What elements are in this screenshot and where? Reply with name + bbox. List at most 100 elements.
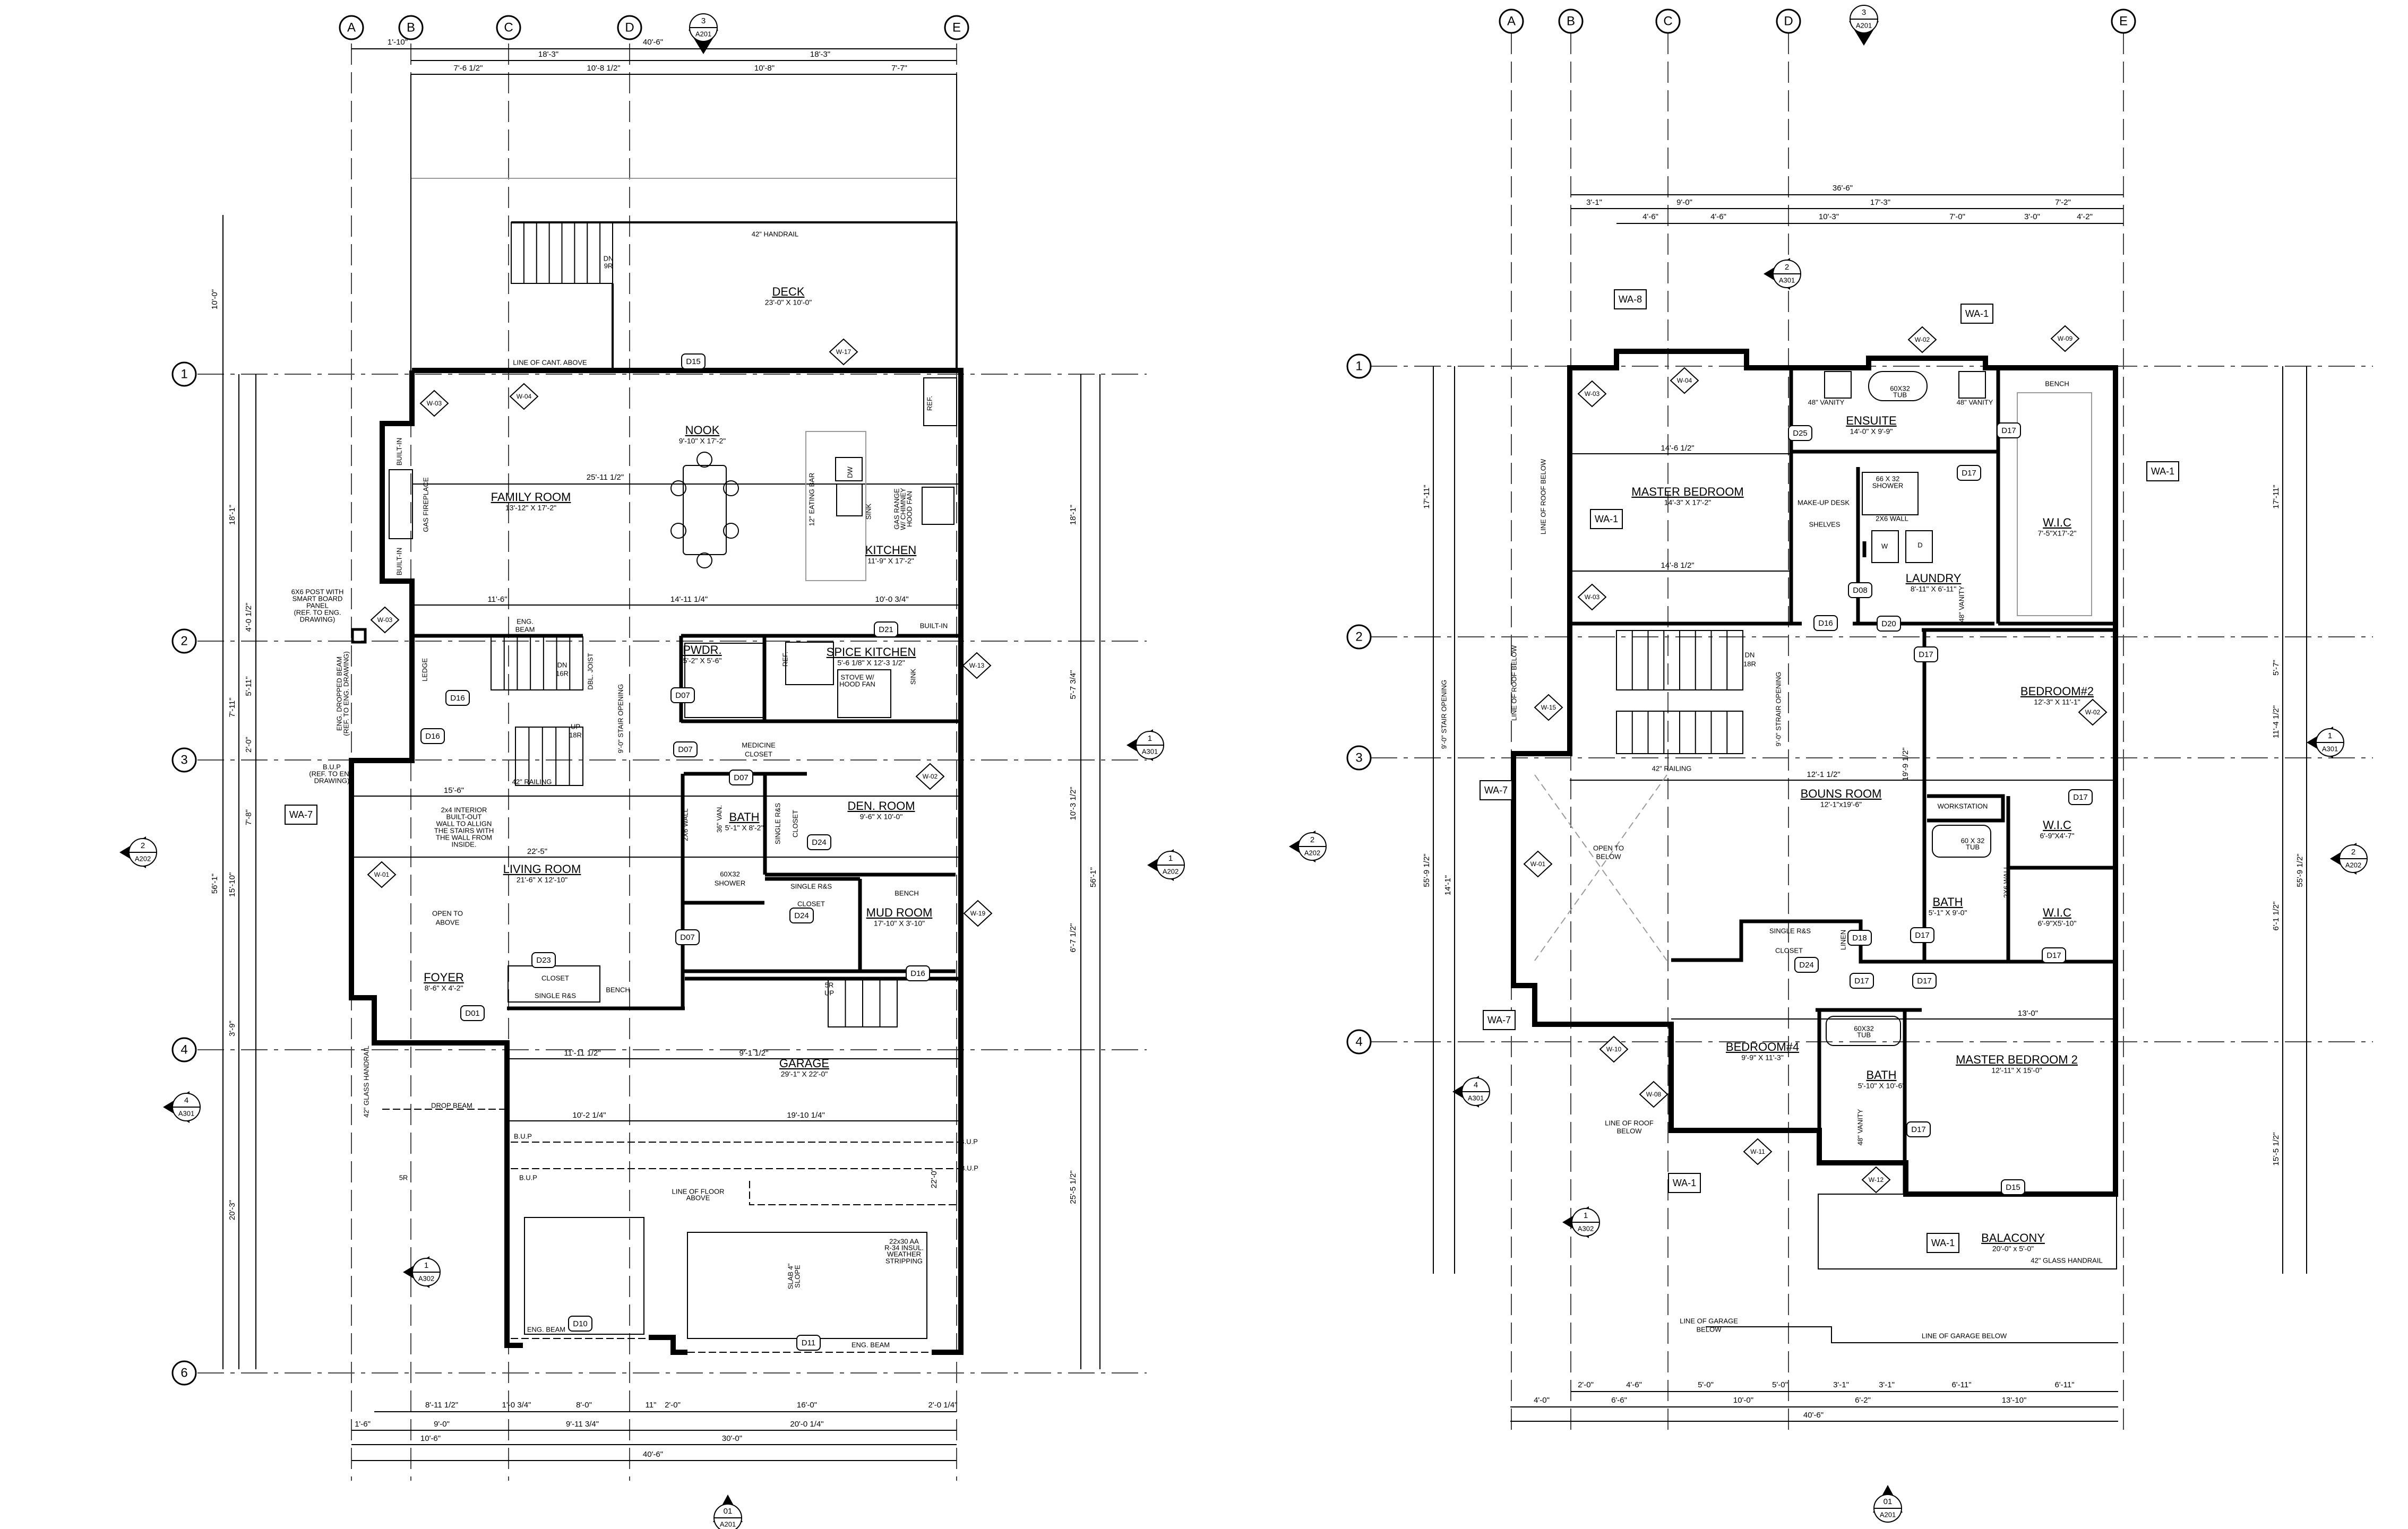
annotation-text: DN [557,661,567,669]
room-size: 5'-2" X 5'-6" [683,656,722,665]
room-size: 12'-11" X 15'-0" [1991,1066,2042,1075]
window-tag: W-11 [1743,1138,1773,1165]
room-name: BALACONY [1981,1231,2045,1245]
section-number: 3 [1862,8,1866,17]
wall-type-tag-frame [1960,304,1993,324]
dimension-label: 16'-0" [797,1401,817,1410]
door-tag-frame [675,929,700,945]
door-tag-frame [670,687,695,703]
window-tag-diamond [509,383,539,410]
dimension-label: 6'-7 1/2" [1069,923,1078,953]
tag-label: D11 [802,1338,815,1347]
tag-label: W-01 [374,871,390,878]
dimension-label: 4'-6" [1626,1380,1642,1389]
room-name: BEDROOM#2 [2020,685,2094,698]
annotation-text: DN [604,254,614,262]
dimension-label: 6'-6" [1611,1396,1627,1405]
tag-label: WA-7 [1484,785,1508,796]
room-name: DECK [772,285,804,298]
dimension-label: 10'-3" [1819,212,1839,221]
door-tag-frame [1912,973,1937,989]
room-label: W.I.C6'-9"X5'-10" [2038,906,2077,928]
annotation-text: BUILT-OUT [446,813,482,820]
dimension-label: 7'-2" [2055,198,2071,207]
wall-tag: WA-7 [285,805,317,825]
annotation-text: DW [846,466,854,478]
annotation-text: DRAWING) [300,615,336,623]
room-size: 21'-6" X 12'-10" [517,876,567,884]
tag-label: D23 [536,956,551,965]
annotation-text: LINE OF GARAGE [1680,1317,1738,1325]
dimension-label: 11'-6" [487,595,507,604]
dimension-label: 7'-8" [244,809,253,825]
door-tag: D01 [460,1005,485,1021]
window-tag-diamond [367,861,397,888]
annotation-text: 5R [399,1173,408,1181]
door-tag: D08 [1848,582,1872,598]
window-tag-diamond [1639,1081,1669,1108]
dimension-label: 22'-0" [930,1168,939,1188]
tag-label: W-02 [1915,336,1930,343]
annotation-text: BELOW [1697,1325,1722,1333]
annotation-text: DN [1745,651,1755,659]
room-size: 8'-6" X 4'-2" [425,984,463,992]
annotation-text: UP [571,722,580,730]
annotation-text: B.U.P [519,1173,537,1181]
room-size: 5'-6 1/8" X 12'-3 1/2" [837,659,905,667]
annotation-text: SINK [909,669,917,685]
room-size: 23'-0" X 10'-0" [765,298,812,307]
wall-tag: WA-1 [2146,461,2179,481]
section-number: 2 [1785,263,1789,272]
dimension-label: 3'-1" [1833,1380,1849,1389]
dimension-label: 10'-0 3/4" [875,595,908,604]
dimension-label: 40'-6" [643,38,663,47]
annotation-text: THE WALL FROM [436,833,492,841]
tag-label: WA-7 [1487,1015,1511,1025]
dimension-label: 10'-0" [210,289,219,309]
dimension-label: 10'-8 1/2" [587,64,620,73]
tag-label: D17 [2046,951,2061,960]
grid-bubble-2: 2 [1346,624,1372,650]
dimension-label: 6'-2" [1855,1396,1871,1405]
tag-label: WA-1 [1673,1178,1696,1188]
dimension-label: 1'-0 3/4" [502,1401,531,1410]
grid-bubble-A: A [339,15,364,40]
room-size: 13'-12" X 17'-2" [505,504,556,512]
grid-bubble-label: B [1567,14,1575,28]
annotation-text: SINK [864,504,872,520]
tag-label: D21 [879,625,893,634]
annotation-text: 42" HANDRAIL [752,230,798,238]
dimension-label: 3'-1" [1879,1380,1895,1389]
annotation-text: BUILT-IN [920,621,948,629]
tag-label: D17 [2001,426,2016,435]
annotation-text: W/ CHIMNEY [899,488,907,530]
window-tag-diamond [963,900,993,927]
grid-bubble-C: C [1655,8,1681,34]
annotation-text: 9'-0" STRAIR OPENING [1774,672,1782,747]
tag-label: W-12 [1869,1176,1884,1184]
annotation-text: 60X32 [720,870,740,878]
dimension-label: 8'-11 1/2" [425,1401,458,1410]
room-name: BOUNS ROOM [1801,787,1882,800]
room-size: 5'-1" X 9'-0" [1929,909,1967,917]
section-markers: 3A2012A3011A3012A2022A2024A3011A30201A20… [1289,5,2368,1523]
door-tag-frame [1794,957,1819,973]
annotation-text: BELOW [1617,1127,1642,1135]
section-sheet: A301 [178,1109,194,1117]
door-tag-frame [531,952,556,968]
door-tag-frame [1906,1121,1931,1137]
section-sheet: A301 [1142,747,1158,755]
tag-label: W-04 [517,393,532,400]
door-tag-frame [1788,425,1812,441]
